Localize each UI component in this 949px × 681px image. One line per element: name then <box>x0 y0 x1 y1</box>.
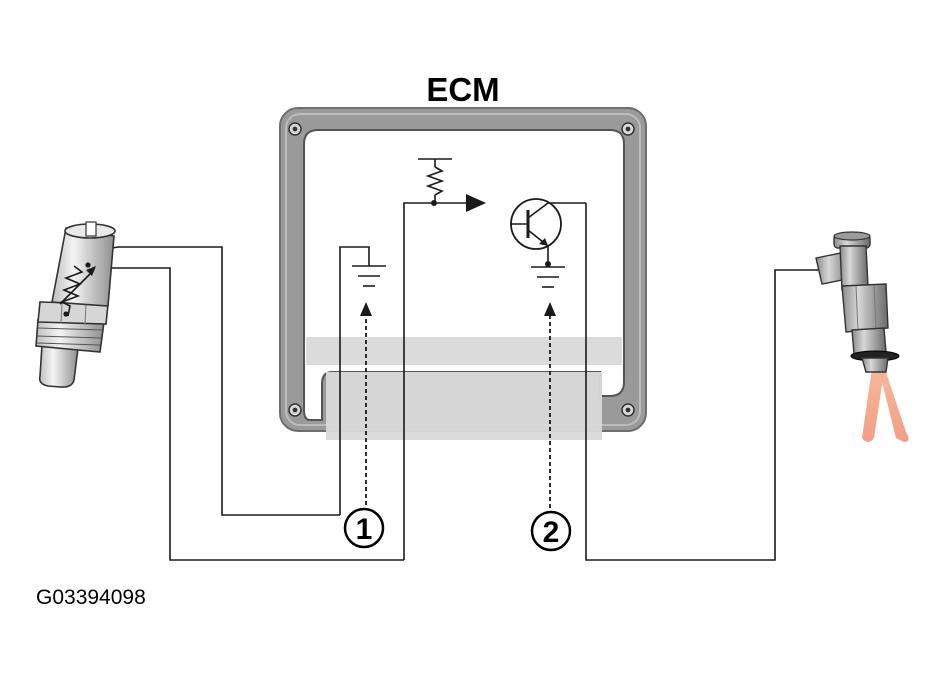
fuel-injector <box>815 231 909 442</box>
ecm-transistor-driver <box>510 198 820 561</box>
injector-spray <box>862 368 884 442</box>
callout-1-pointer <box>360 302 372 505</box>
ecm-screw-top-left <box>288 122 302 136</box>
ecm-pullup-resistor <box>403 158 486 560</box>
ecm-internal-ground-1 <box>339 246 386 515</box>
callout-2-pointer <box>544 302 556 508</box>
callout-1-label: 1 <box>356 513 373 546</box>
figure-id: G03394098 <box>36 586 146 609</box>
callout-2-label: 2 <box>543 516 560 549</box>
ecm-module: ECM <box>279 71 820 561</box>
ecm-title: ECM <box>426 71 499 108</box>
ecm-input-arrow <box>466 194 486 212</box>
ecm-screw-top-right <box>621 122 635 136</box>
temperature-sensor <box>35 221 116 388</box>
ecm-connector-plug <box>326 372 602 440</box>
callout-1: 1 <box>343 507 385 549</box>
ecm-screw-bottom-right <box>621 403 635 417</box>
ecm-connector-band <box>306 337 622 365</box>
ecm-screw-bottom-left <box>288 403 302 417</box>
callout-2: 2 <box>530 510 572 552</box>
